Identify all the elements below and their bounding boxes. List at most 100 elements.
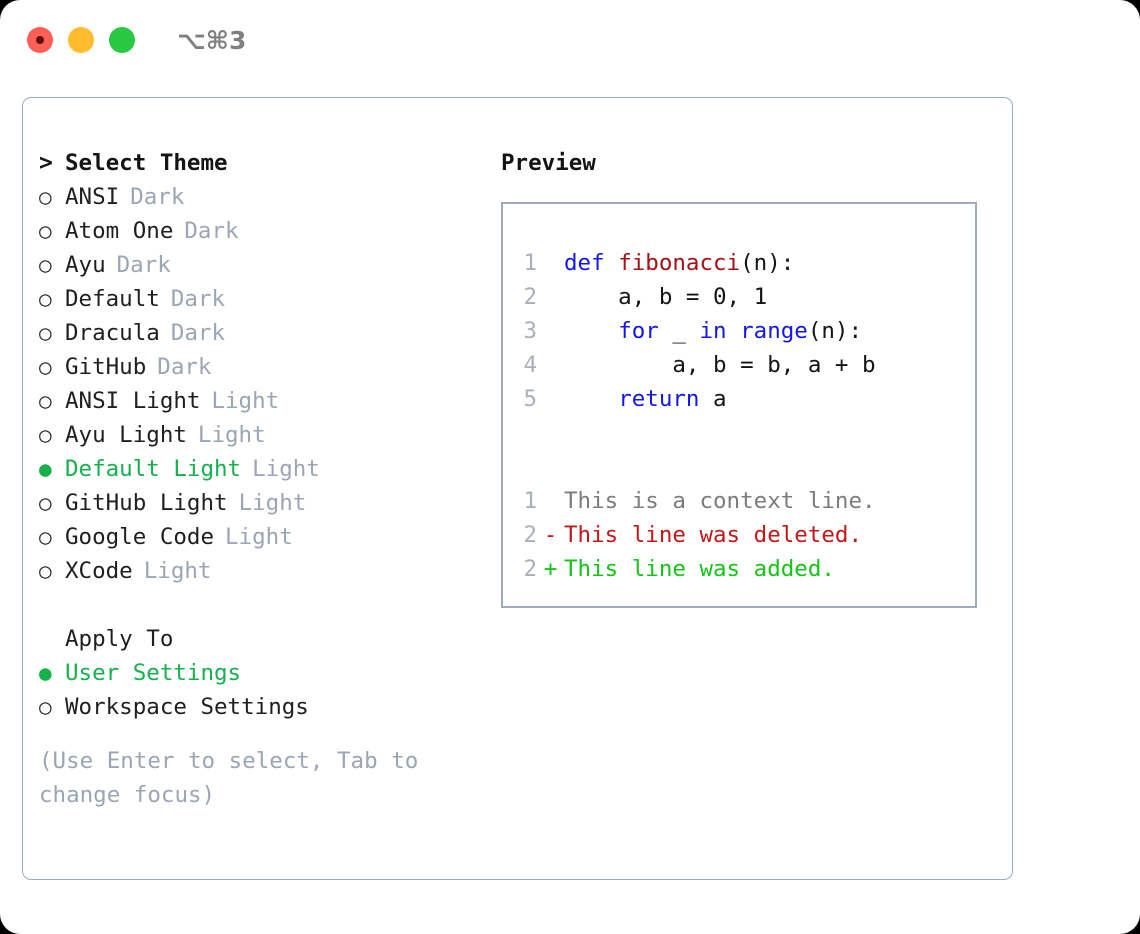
apply-to-option-row[interactable]: ○ Workspace Settings: [39, 690, 489, 724]
radio-unselected-icon[interactable]: ○: [39, 423, 52, 447]
code-token-kw: def: [564, 250, 619, 276]
keyboard-shortcut-label: ⌥⌘3: [177, 25, 247, 55]
code-line-gutter: [537, 314, 564, 348]
theme-option-tag: Dark: [184, 218, 239, 244]
preview-column: Preview 1 def fibonacci(n):2 a, b = 0, 1…: [501, 146, 991, 608]
code-line-number: 3: [523, 318, 537, 344]
diff-sample: 1 This is a context line.2-This line was…: [503, 484, 975, 586]
theme-option-tag: Dark: [170, 320, 226, 346]
prompt-caret-icon: >: [39, 150, 53, 176]
code-token-kw: for: [618, 318, 659, 344]
radio-unselected-icon[interactable]: ○: [39, 389, 52, 413]
theme-option-name: Dracula: [65, 320, 160, 346]
theme-option-name: Google Code: [65, 524, 215, 550]
theme-option-name: GitHub: [65, 354, 147, 380]
diff-line-number: 2: [523, 522, 537, 548]
apply-to-header-label: Apply To: [65, 626, 174, 652]
code-line-text: a, b = 0, 1: [564, 280, 767, 314]
code-line-text: a, b = b, a + b: [564, 348, 876, 382]
code-line-gutter: [537, 348, 564, 382]
theme-option-row[interactable]: ○ GitHub Dark: [39, 350, 489, 384]
radio-unselected-icon[interactable]: ○: [39, 695, 52, 719]
code-token-plain: [564, 318, 618, 344]
theme-option-tag: Dark: [116, 252, 171, 278]
code-token-plain: a, b = b, a + b: [564, 352, 876, 378]
apply-to-option-name: Workspace Settings: [65, 694, 309, 720]
record-indicator-icon: [36, 36, 44, 44]
apply-to-option-name: User Settings: [65, 660, 242, 686]
apply-to-option-row[interactable]: ● User Settings: [39, 656, 489, 690]
code-token-fn: fibonacci: [618, 250, 741, 276]
theme-option-name: Default: [65, 286, 160, 312]
code-token-plain: [727, 318, 741, 344]
theme-option-name: XCode: [65, 558, 133, 584]
radio-unselected-icon[interactable]: ○: [39, 491, 52, 515]
theme-option-row[interactable]: ○ Atom One Dark: [39, 214, 489, 248]
radio-unselected-icon[interactable]: ○: [39, 321, 52, 345]
section-spacer: [39, 588, 489, 622]
code-token-kw: in: [699, 318, 727, 344]
diff-line-text: This line was deleted.: [564, 522, 863, 548]
code-line-gutter: [537, 246, 564, 280]
radio-unselected-icon[interactable]: ○: [39, 287, 52, 311]
code-line-text: for _ in range(n):: [564, 314, 862, 348]
theme-option-name: Ayu Light: [65, 422, 187, 448]
theme-list-header-label: Select Theme: [65, 150, 228, 176]
theme-option-name: ANSI Light: [65, 388, 201, 414]
theme-option-row[interactable]: ○ Dracula Dark: [39, 316, 489, 350]
diff-line-del: 2-This line was deleted.: [503, 518, 975, 552]
theme-option-tag: Light: [143, 558, 212, 584]
minimize-button[interactable]: [68, 27, 94, 53]
apply-to-list: Apply To ● User Settings ○ Workspace Setting…: [39, 622, 489, 724]
theme-option-tag: Light: [197, 422, 266, 448]
code-line-gutter: [537, 280, 564, 314]
title-bar: ⌥⌘3: [0, 0, 1140, 80]
theme-option-name: Atom One: [65, 218, 174, 244]
code-line: 1 def fibonacci(n):: [503, 246, 975, 280]
code-line-number: 1: [523, 250, 537, 276]
code-line-number: 2: [523, 284, 537, 310]
code-line: 4 a, b = b, a + b: [503, 348, 975, 382]
code-line: 3 for _ in range(n):: [503, 314, 975, 348]
theme-list-header: > Select Theme: [39, 146, 489, 180]
code-line: 2 a, b = 0, 1: [503, 280, 975, 314]
theme-option-row[interactable]: ○ Ayu Light Light: [39, 418, 489, 452]
preview-title: Preview: [501, 150, 596, 176]
theme-option-tag: Light: [211, 388, 280, 414]
theme-option-tag: Dark: [157, 354, 212, 380]
code-blank-line: [503, 416, 975, 450]
radio-unselected-icon[interactable]: ○: [39, 253, 52, 277]
theme-option-row[interactable]: ○ ANSI Light Light: [39, 384, 489, 418]
radio-unselected-icon[interactable]: ○: [39, 355, 52, 379]
theme-option-row[interactable]: ○ Default Dark: [39, 282, 489, 316]
theme-option-row[interactable]: ○ XCode Light: [39, 554, 489, 588]
maximize-button[interactable]: [109, 27, 135, 53]
code-token-kw: return: [618, 386, 700, 412]
radio-unselected-icon[interactable]: ○: [39, 559, 52, 583]
code-line-gutter: [537, 382, 564, 416]
code-token-plain: (n):: [807, 318, 863, 344]
radio-selected-icon[interactable]: ●: [39, 661, 52, 685]
close-button[interactable]: [27, 27, 53, 53]
theme-option-tag: Light: [252, 456, 320, 482]
radio-selected-icon[interactable]: ●: [39, 457, 52, 481]
radio-unselected-icon[interactable]: ○: [39, 219, 52, 243]
theme-option-tag: Dark: [170, 286, 226, 312]
code-line-text: def fibonacci(n):: [564, 246, 794, 280]
diff-line-text: This line was added.: [564, 556, 835, 582]
radio-unselected-icon[interactable]: ○: [39, 185, 52, 209]
diff-line-marker: +: [543, 556, 558, 582]
code-token-plain: [564, 386, 618, 412]
code-token-plain: a: [699, 386, 727, 412]
radio-unselected-icon[interactable]: ○: [39, 525, 52, 549]
